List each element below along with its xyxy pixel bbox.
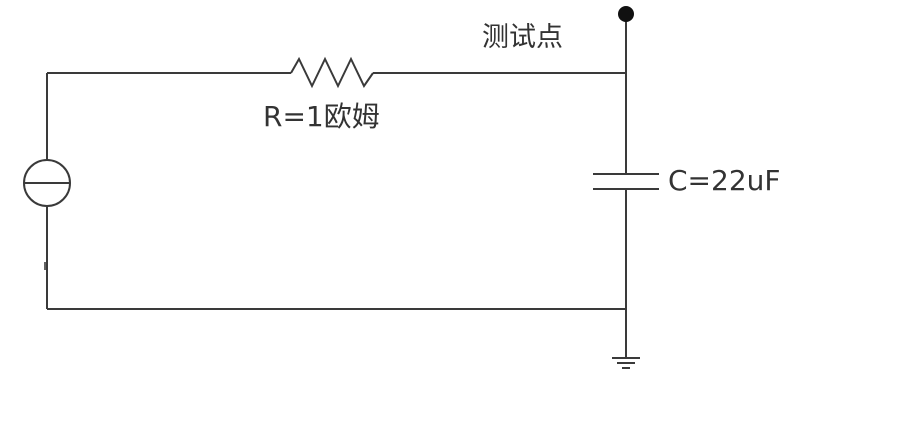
test-point-dot — [618, 6, 634, 22]
resistor-label: R=1欧姆 — [263, 100, 380, 133]
capacitor-label: C=22uF — [668, 164, 781, 197]
ground-symbol — [612, 357, 640, 369]
test-point-label: 测试点 — [482, 22, 563, 53]
resistor-symbol — [290, 56, 374, 89]
